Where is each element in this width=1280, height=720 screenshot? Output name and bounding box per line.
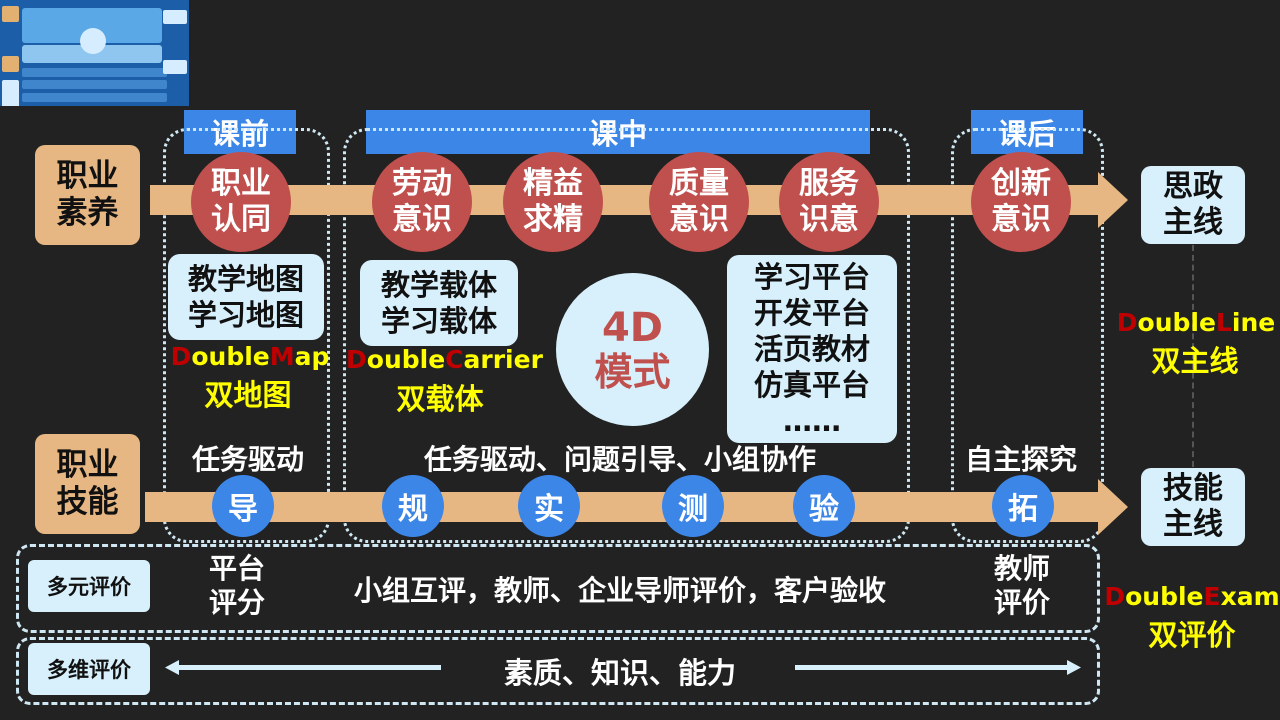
literacy-arrow-shaft bbox=[150, 185, 1100, 215]
skills-arrow-shaft bbox=[145, 492, 1100, 522]
eval-multi-middle: 小组互评，教师、企业导师评价，客户验收 bbox=[353, 574, 886, 607]
eval-dim-middle: 素质、知识、能力 bbox=[503, 656, 736, 690]
literacy-node-innovation: 创新 意识 bbox=[971, 152, 1071, 252]
ideology-mainline-box: 思政 主线 bbox=[1141, 166, 1245, 244]
skill-node-test: 测 bbox=[662, 475, 724, 537]
skill-node-expand: 拓 bbox=[992, 475, 1054, 537]
driver-after: 自主探究 bbox=[964, 443, 1077, 476]
double-line-en: DoubleLine bbox=[1116, 308, 1276, 337]
literacy-node-quality: 质量 意识 bbox=[649, 152, 749, 252]
platform-box: 学习平台 开发平台 活页教材 仿真平台 …… bbox=[727, 255, 897, 443]
map-box: 教学地图 学习地图 bbox=[168, 254, 324, 340]
region-after bbox=[951, 128, 1104, 543]
phase-before: 课前 bbox=[184, 110, 296, 154]
driver-during: 任务驱动、问题引导、小组协作 bbox=[423, 443, 816, 476]
eval-multi-label: 多元评价 bbox=[28, 560, 150, 612]
double-carrier-en: DoubleCarrier bbox=[346, 345, 543, 374]
phase-after: 课后 bbox=[971, 110, 1083, 154]
region-before bbox=[163, 128, 330, 543]
eval-platform-score: 平台 评分 bbox=[208, 552, 265, 619]
skill-node-practice: 实 bbox=[518, 475, 580, 537]
skill-node-verify: 验 bbox=[793, 475, 855, 537]
eval-teacher: 教师 评价 bbox=[993, 552, 1050, 619]
eval-dim-frame bbox=[16, 637, 1100, 705]
center-mode-text: 模式 bbox=[594, 349, 671, 394]
literacy-node-excellence: 精益 求精 bbox=[503, 152, 603, 252]
literacy-node-identity: 职业 认同 bbox=[191, 152, 291, 252]
skill-node-plan: 规 bbox=[382, 475, 444, 537]
driver-before: 任务驱动 bbox=[191, 443, 304, 476]
skill-node-guide: 导 bbox=[212, 475, 274, 537]
center-4d-circle: 4D 模式 bbox=[556, 273, 709, 426]
slide-thumbnail bbox=[0, 0, 189, 106]
eval-multi-frame bbox=[16, 544, 1100, 633]
literacy-node-service: 服务 识意 bbox=[779, 152, 879, 252]
double-map-cn: 双地图 bbox=[204, 378, 292, 412]
literacy-arrow-head bbox=[1098, 172, 1128, 228]
double-exam-en: DoubleExam bbox=[1104, 582, 1280, 611]
skill-mainline-box: 技能 主线 bbox=[1141, 468, 1245, 546]
phase-during: 课中 bbox=[366, 110, 870, 154]
left-arrow-icon bbox=[165, 660, 441, 675]
carrier-box: 教学载体 学习载体 bbox=[360, 260, 518, 346]
double-exam-cn: 双评价 bbox=[1148, 618, 1236, 652]
right-arrow-icon bbox=[795, 660, 1081, 675]
eval-dim-label: 多维评价 bbox=[28, 643, 150, 695]
double-map-en: DoubleMap bbox=[170, 342, 330, 371]
skills-arrow-head bbox=[1098, 479, 1128, 535]
region-during bbox=[343, 128, 910, 543]
center-4d-text: 4D bbox=[601, 304, 664, 351]
mainline-connector bbox=[1192, 245, 1194, 467]
double-carrier-cn: 双载体 bbox=[396, 382, 484, 416]
double-line-cn: 双主线 bbox=[1151, 344, 1239, 378]
skills-track-label: 职业 技能 bbox=[35, 434, 140, 534]
literacy-node-labor: 劳动 意识 bbox=[372, 152, 472, 252]
literacy-track-label: 职业 素养 bbox=[35, 145, 140, 245]
